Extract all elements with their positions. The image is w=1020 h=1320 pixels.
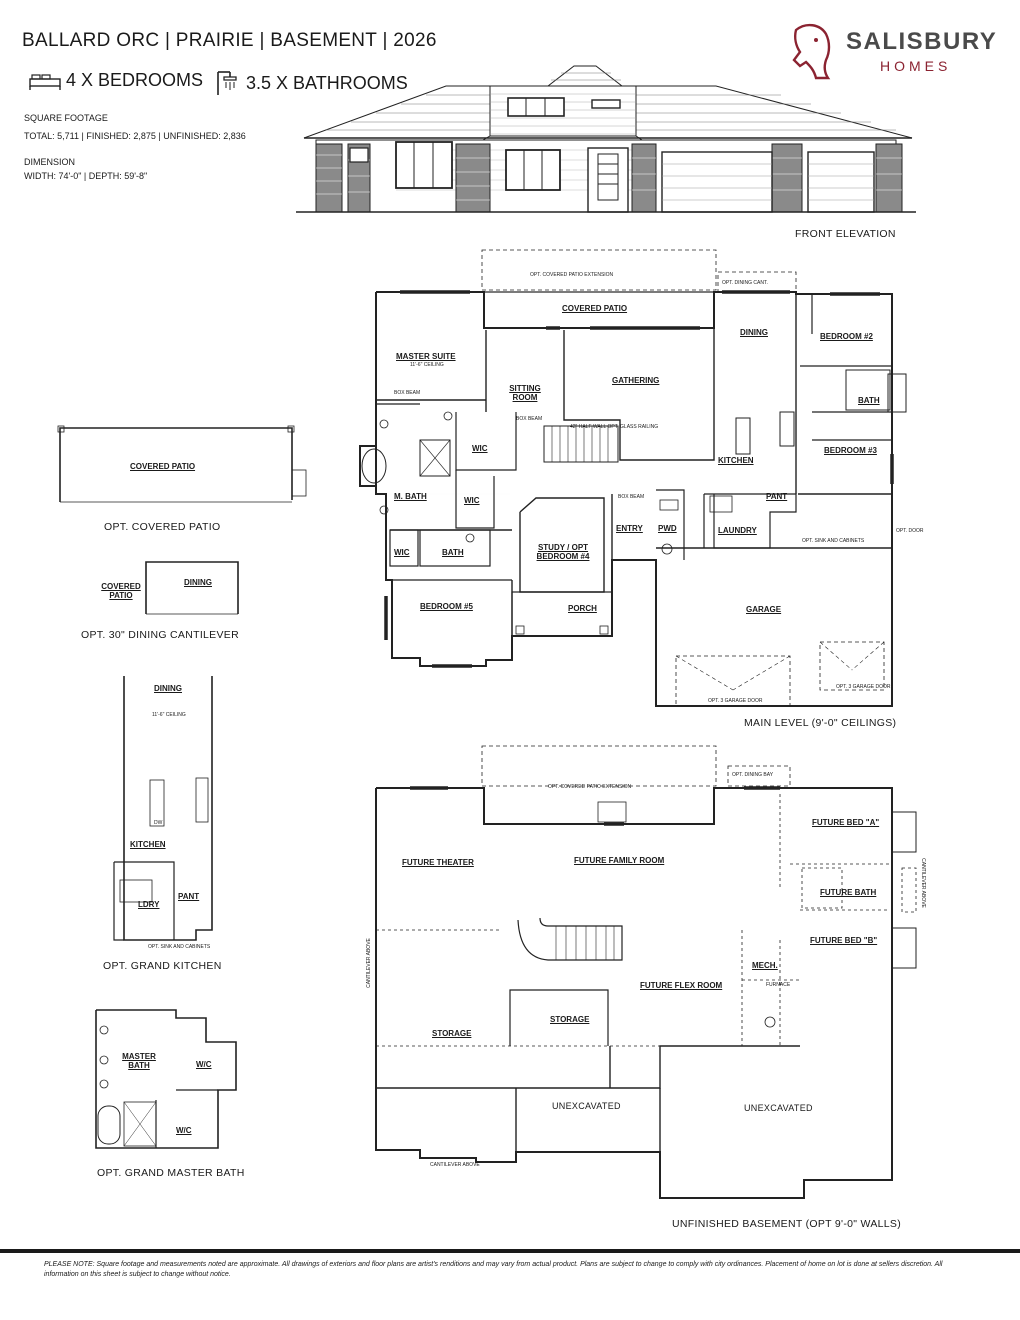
opt-patio-extension-label: OPT. COVERED PATIO EXTENSION: [530, 272, 614, 278]
future-bath-label: FUTURE BATH: [820, 888, 877, 897]
bedroom-5-label: BEDROOM #5: [420, 602, 473, 611]
opt-kitchen-dining-label: DINING: [154, 684, 182, 693]
master-ceiling-note: 11'-6" CEILING: [410, 362, 444, 368]
furnace-label: FURNACE: [766, 982, 791, 988]
bed-icon: [28, 71, 62, 91]
wic-2-label: WIC: [464, 496, 480, 505]
entry-label: ENTRY: [616, 524, 643, 533]
opt-ldry-label: LDRY: [138, 900, 160, 909]
cantilever-above-1: CANTILEVER ABOVE: [430, 1162, 480, 1168]
master-suite-label: MASTER SUITE: [396, 352, 456, 361]
cantilever-above-3: CANTILEVER ABOVE: [919, 858, 926, 908]
opt-dining-cantilever-caption: OPT. 30" DINING CANTILEVER: [81, 629, 239, 641]
future-flex-label: FUTURE FLEX ROOM: [640, 981, 723, 990]
half-wall-note: 42" HALF WALL OPT. GLASS RAILING: [570, 424, 659, 430]
main-level-caption: MAIN LEVEL (9'-0" CEILINGS): [744, 717, 897, 729]
brand-logo: SALISBURY HOMES: [786, 22, 996, 82]
kitchen-label: KITCHEN: [718, 456, 754, 465]
opt-kitchen-label: KITCHEN: [130, 840, 166, 849]
garage-label: GARAGE: [746, 605, 782, 614]
shower-icon: [214, 70, 242, 96]
opt-kitchen-dw-label: DW: [154, 820, 163, 826]
future-bed-a-label: FUTURE BED "A": [812, 818, 880, 827]
opt-grand-kitchen-caption: OPT. GRAND KITCHEN: [103, 960, 222, 972]
bath-3-label: BATH: [442, 548, 464, 557]
wic-1-label: WIC: [472, 444, 488, 453]
pantry-label: PANT: [766, 492, 788, 501]
bathrooms-spec: 3.5 X BATHROOMS: [214, 70, 408, 96]
bedroom-3-label: BEDROOM #3: [824, 446, 877, 455]
brand-name: SALISBURY: [846, 28, 998, 55]
opt-cantilever-dining-label: DINING: [184, 578, 212, 587]
sqft-label: SQUARE FOOTAGE: [24, 113, 108, 123]
powder-label: PWD: [658, 524, 677, 533]
bsmt-opt-patio-ext-label: OPT. COVERED PATIO EXTENSION: [548, 784, 632, 790]
opt-covered-patio-label: COVERED PATIO: [130, 462, 196, 471]
opt-grand-master-bath-caption: OPT. GRAND MASTER BATH: [97, 1167, 245, 1179]
dining-label: DINING: [740, 328, 768, 337]
opt-wic-2-label: W/C: [176, 1126, 192, 1135]
covered-patio-label: COVERED PATIO: [562, 304, 628, 313]
bsmt-opt-dining-bay-label: OPT. DINING BAY: [732, 772, 774, 778]
porch-label: PORCH: [568, 604, 597, 613]
brand-sub: HOMES: [880, 58, 952, 74]
opt-pantry-label: PANT: [178, 892, 200, 901]
plan-title: BALLARD ORC | PRAIRIE | BASEMENT | 2026: [22, 30, 437, 51]
bedrooms-count: 4 X BEDROOMS: [66, 70, 204, 90]
box-beam-3-label: BOX BEAM: [618, 494, 645, 500]
future-bed-b-label: FUTURE BED "B": [810, 936, 878, 945]
wic-3-label: WIC: [394, 548, 410, 557]
opt-sink-label: OPT. SINK AND CABINETS: [802, 538, 865, 544]
opt-kitchen-sink-note: OPT. SINK AND CABINETS: [148, 944, 211, 950]
sqft-values: TOTAL: 5,711 | FINISHED: 2,875 | UNFINIS…: [24, 131, 246, 141]
laundry-label: LAUNDRY: [718, 526, 757, 535]
opt-kitchen-ceiling-note: 11'-6" CEILING: [152, 712, 186, 718]
opt-garage-door-2: OPT. 3 GARAGE DOOR: [836, 684, 891, 690]
bedrooms-spec: 4 X BEDROOMS: [28, 70, 203, 91]
master-bath-label: M. BATH: [394, 492, 427, 501]
opt-cantilever-patio-label: COVERED PATIO: [101, 582, 141, 600]
unexcavated-2-label: UNEXCAVATED: [744, 1103, 813, 1113]
bath-2-label: BATH: [858, 396, 880, 405]
sitting-room-label: SITTING ROOM: [509, 384, 541, 402]
future-theater-label: FUTURE THEATER: [402, 858, 474, 867]
bedroom-2-label: BEDROOM #2: [820, 332, 873, 341]
front-elevation-drawing: [296, 65, 916, 213]
opt-door-label: OPT. DOOR: [896, 528, 924, 534]
gathering-label: GATHERING: [612, 376, 660, 385]
box-beam-2-label: BOX BEAM: [516, 416, 543, 422]
horse-head-icon: [786, 22, 836, 85]
storage-2-label: STORAGE: [550, 1015, 590, 1024]
dimension-values: WIDTH: 74'-0" | DEPTH: 59'-8": [24, 171, 148, 181]
study-label: STUDY / OPT BEDROOM #4: [536, 543, 590, 561]
dimension-label: DIMENSION: [24, 157, 76, 167]
disclaimer-note: PLEASE NOTE: Square footage and measurem…: [44, 1261, 943, 1278]
bathrooms-count: 3.5 X BATHROOMS: [246, 72, 408, 93]
footer-divider: [0, 1249, 1020, 1253]
front-elevation-caption: FRONT ELEVATION: [795, 228, 896, 240]
opt-master-bath-label: MASTER BATH: [122, 1052, 156, 1070]
opt-wic-1-label: W/C: [196, 1060, 212, 1069]
storage-1-label: STORAGE: [432, 1029, 472, 1038]
mech-label: MECH.: [752, 961, 778, 970]
unexcavated-1-label: UNEXCAVATED: [552, 1101, 621, 1111]
cantilever-above-2: CANTILEVER ABOVE: [365, 938, 372, 988]
opt-garage-door-1: OPT. 3 GARAGE DOOR: [708, 698, 763, 704]
box-beam-1-label: BOX BEAM: [394, 390, 421, 396]
opt-covered-patio-caption: OPT. COVERED PATIO: [104, 521, 221, 533]
opt-dining-cant-label: OPT. DINING CANT.: [722, 280, 768, 286]
future-family-label: FUTURE FAMILY ROOM: [574, 856, 665, 865]
basement-caption: UNFINISHED BASEMENT (OPT 9'-0" WALLS): [672, 1218, 902, 1230]
